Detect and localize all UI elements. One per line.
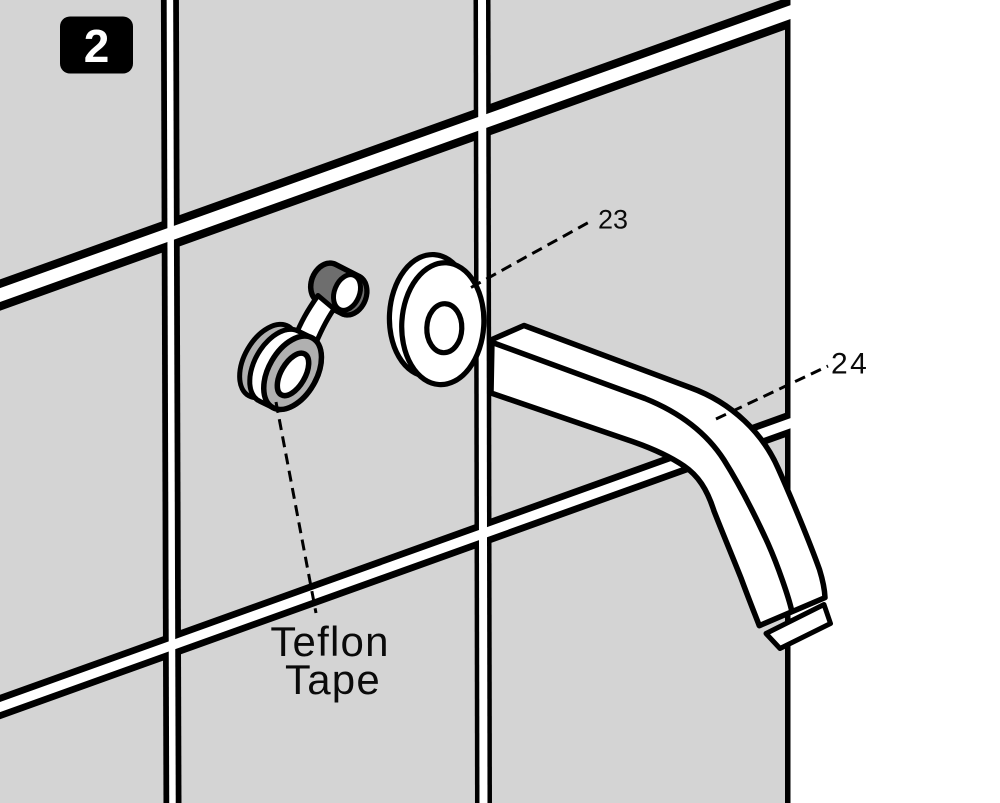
- svg-text:2: 2: [84, 20, 110, 72]
- svg-text:Teflon: Teflon: [270, 618, 389, 665]
- svg-text:Tape: Tape: [285, 656, 381, 703]
- svg-text:23: 23: [598, 205, 628, 235]
- svg-text:24: 24: [831, 348, 869, 381]
